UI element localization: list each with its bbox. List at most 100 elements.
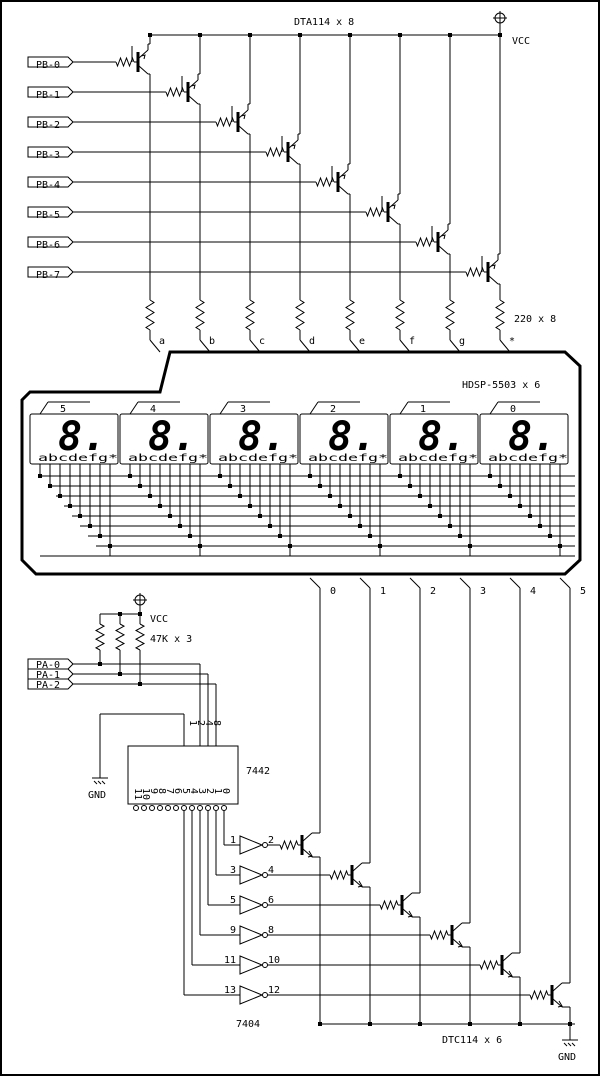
inv-pin-in-3: 9 [230, 925, 236, 936]
digit-glyph-5: 8. [58, 414, 106, 460]
segment-resistor-7 [495, 299, 505, 331]
dta114-transistor-3 [288, 155, 299, 165]
segment-label-e: e [359, 336, 365, 347]
digit-tab-2 [219, 401, 229, 415]
port-pb-2: PB-2 [36, 120, 60, 131]
junction-dot [318, 484, 322, 488]
dta114-transistor-7 [490, 264, 496, 270]
ground-symbol-left [101, 780, 106, 785]
decoder-output-bubble-10 [213, 805, 219, 811]
dtc114-transistor-4 [502, 952, 513, 962]
dtc114-transistor-3 [452, 938, 463, 948]
junction-dot [538, 524, 542, 528]
digit-box-2 [209, 413, 299, 465]
dta114-transistor-1 [188, 79, 199, 89]
driver-array-label: DTA114 x 8 [294, 17, 354, 28]
dtc114-transistor-0 [302, 848, 313, 858]
decoder-output-bubble-11 [221, 805, 227, 811]
junction-dot [408, 484, 412, 488]
decoder-output-bubble-7 [189, 805, 195, 811]
digit-box-0 [29, 413, 119, 465]
decoder-output-bubble-8 [197, 805, 203, 811]
decoder-out-1: 1 [212, 788, 223, 794]
digit-glyphs: 8. 8. 8. 8. 8. 8. [58, 414, 556, 460]
dtc114-transistor-5 [557, 1000, 563, 1008]
segment-wire-6 [449, 339, 461, 353]
junction-dot [38, 474, 42, 478]
segment-label-c: c [259, 336, 265, 347]
digit-numbers: 5 4 3 2 1 0 [60, 404, 516, 415]
port-tag-pb-2 [27, 116, 74, 128]
digit-number-3: 3 [240, 404, 246, 415]
junction-dot [68, 504, 72, 508]
dta114-transistor-2 [238, 109, 249, 119]
junction-dot [158, 504, 162, 508]
segment-resistor-1 [195, 299, 205, 331]
dtc114-transistor-3 [452, 922, 463, 932]
digit-glyph-2: 8. [328, 414, 376, 460]
wiring [20, 11, 582, 1047]
segment-wire-7 [499, 339, 511, 353]
decoder-out-7: 7 [164, 788, 175, 794]
decoder-output-bubble-5 [173, 805, 179, 811]
decoder-in-2: 2 [195, 720, 206, 726]
driver-base-resistor-4 [479, 959, 499, 971]
segment-label-g: g [459, 336, 465, 347]
port-tag-pb-7 [27, 266, 74, 278]
driver-base-resistor-1 [329, 869, 349, 881]
driver-base-resistor-2 [379, 899, 399, 911]
decoder-output-bubble-6 [181, 805, 187, 811]
decoder-output-bubble-2 [149, 805, 155, 811]
segment-labels: a b c d e f g * [159, 336, 515, 347]
segment-wire-3 [299, 339, 311, 353]
ground-symbol-right [571, 1042, 576, 1047]
decoder-out-8: 8 [156, 788, 167, 794]
port-pa-1: PA-1 [36, 670, 60, 681]
segment-label-d: d [309, 336, 315, 347]
junction-dot [248, 504, 252, 508]
dta114-transistor-7 [488, 259, 499, 269]
transistor-driver-label: DTC114 x 6 [442, 1035, 502, 1046]
port-pb-6: PB-6 [36, 240, 60, 251]
dtc114-transistor-1 [352, 862, 363, 872]
inverter-gate-4 [239, 955, 264, 975]
inv-pin-in-4: 11 [224, 955, 236, 966]
port-tag-pb-4 [27, 176, 74, 188]
dtc114-transistor-0 [302, 832, 313, 842]
dta114-transistor-4 [340, 174, 346, 180]
digit-drive-3 [459, 577, 471, 589]
junction-dot [358, 524, 362, 528]
dta114-transistor-2 [238, 125, 249, 135]
junction-dot [348, 33, 352, 37]
digit-line-2: 2 [430, 586, 436, 597]
dta114-transistor-5 [388, 199, 399, 209]
junction-dot [138, 612, 142, 616]
digit-box-5 [479, 413, 569, 465]
junction-dot [508, 494, 512, 498]
junction-dot [88, 524, 92, 528]
digit-line-3: 3 [480, 586, 486, 597]
digit-drive-1 [359, 577, 371, 589]
junction-dot [428, 504, 432, 508]
dtc114-transistor-3 [457, 940, 463, 948]
digit-pin-labels: abcdefg* abcdefg* abcdefg* abcdefg* abcd… [38, 453, 568, 464]
port-tag-pa-2 [27, 678, 74, 690]
junction-dot [368, 534, 372, 538]
junction-dot [258, 514, 262, 518]
segment-wire-4 [349, 339, 361, 353]
junction-dot [48, 484, 52, 488]
inverter-bubble-4 [262, 962, 268, 968]
junction-dot [548, 534, 552, 538]
digit-box-1 [119, 413, 209, 465]
junction-dot [198, 33, 202, 37]
junction-dot [328, 494, 332, 498]
junction-dot [218, 474, 222, 478]
junction-dot [448, 33, 452, 37]
inverter-label: 7404 [236, 1019, 260, 1030]
pullup-resistor-0 [94, 623, 106, 651]
dta114-transistor-1 [188, 95, 199, 105]
digit-number-2: 2 [330, 404, 336, 415]
base-resistor-5 [365, 206, 385, 218]
digit-box-4 [389, 413, 479, 465]
